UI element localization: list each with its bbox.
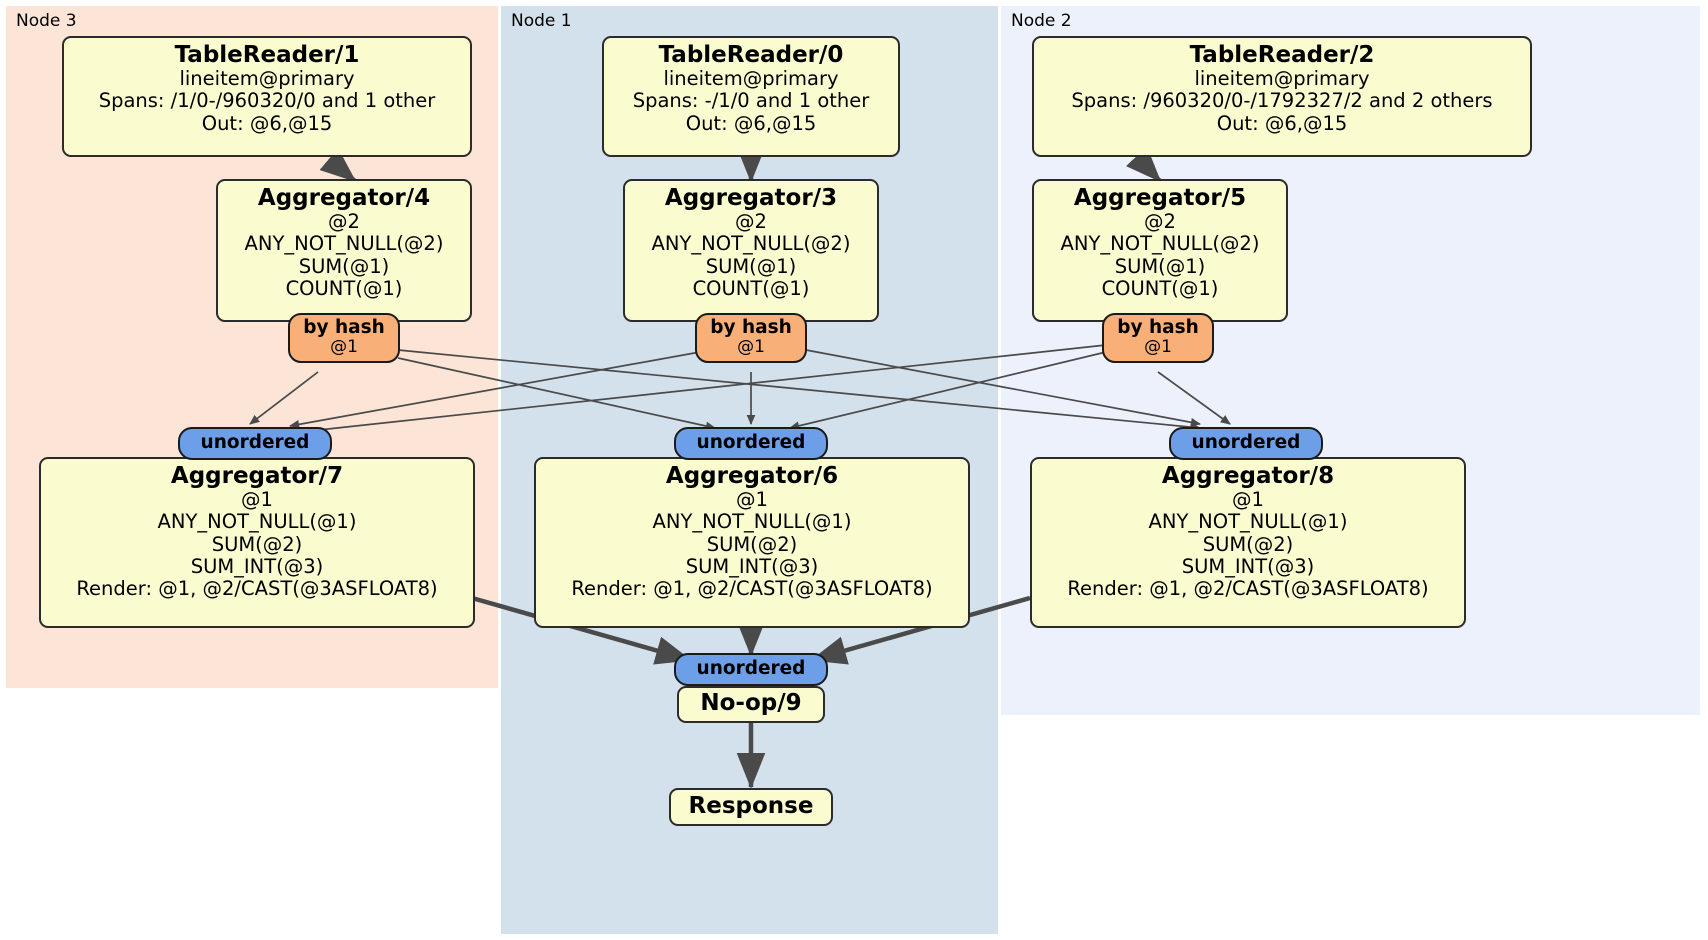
hash-router-left[interactable]: by hash @1 bbox=[288, 313, 400, 364]
processor-detail: SUM_INT(@3) bbox=[685, 554, 819, 578]
processor-detail: Render: @1, @2/CAST(@3ASFLOAT8) bbox=[1067, 577, 1429, 601]
processor-detail: SUM(@2) bbox=[211, 532, 303, 556]
processor-detail: @2 bbox=[735, 210, 767, 234]
synchronizer-unordered-final[interactable]: unordered bbox=[674, 653, 828, 687]
processor-detail: SUM(@1) bbox=[298, 254, 390, 278]
processor-detail: ANY_NOT_NULL(@2) bbox=[651, 232, 851, 256]
processor-detail: lineitem@primary bbox=[663, 67, 839, 91]
processor-detail: Spans: /960320/0-/1792327/2 and 2 others bbox=[1071, 89, 1493, 113]
processor-detail: Spans: /1/0-/960320/0 and 1 other bbox=[98, 89, 436, 113]
processor-detail: lineitem@primary bbox=[179, 67, 355, 91]
processor-detail: SUM(@2) bbox=[1202, 532, 1294, 556]
processor-detail: @1 bbox=[1232, 488, 1264, 512]
processor-detail: @2 bbox=[328, 210, 360, 234]
processor-detail: SUM(@1) bbox=[1114, 254, 1206, 278]
processor-detail: COUNT(@1) bbox=[692, 276, 810, 300]
processor-title: Aggregator/8 bbox=[1161, 463, 1335, 489]
processor-detail: lineitem@primary bbox=[1194, 67, 1370, 91]
processor-title: TableReader/1 bbox=[174, 42, 360, 68]
processor-detail: ANY_NOT_NULL(@1) bbox=[157, 510, 357, 534]
processor-detail: Render: @1, @2/CAST(@3ASFLOAT8) bbox=[76, 577, 438, 601]
cluster-label-node-1: Node 1 bbox=[511, 11, 572, 31]
processor-detail: @2 bbox=[1144, 210, 1176, 234]
processor-title: Aggregator/4 bbox=[257, 185, 431, 211]
processor-detail: Out: @6,@15 bbox=[1216, 111, 1348, 135]
hash-router-label: by hash bbox=[303, 317, 385, 338]
hash-router-right[interactable]: by hash @1 bbox=[1102, 313, 1214, 364]
hash-router-column: @1 bbox=[330, 337, 358, 358]
processor-detail: Render: @1, @2/CAST(@3ASFLOAT8) bbox=[571, 577, 933, 601]
processor-detail: SUM_INT(@3) bbox=[1181, 554, 1315, 578]
processor-title: Aggregator/5 bbox=[1073, 185, 1247, 211]
hash-router-column: @1 bbox=[1144, 337, 1172, 358]
hash-router-column: @1 bbox=[737, 337, 765, 358]
processor-title: TableReader/2 bbox=[1189, 42, 1375, 68]
processor-detail: SUM_INT(@3) bbox=[190, 554, 324, 578]
processor-detail: SUM(@1) bbox=[705, 254, 797, 278]
processor-noop-9[interactable]: No-op/9 bbox=[677, 686, 825, 723]
processor-title: Aggregator/3 bbox=[664, 185, 838, 211]
processor-detail: COUNT(@1) bbox=[285, 276, 403, 300]
synchronizer-unordered-mid[interactable]: unordered bbox=[674, 427, 828, 461]
processor-aggregator-5[interactable]: Aggregator/5 @2 ANY_NOT_NULL(@2) SUM(@1)… bbox=[1032, 179, 1288, 322]
cluster-label-node-3: Node 3 bbox=[16, 11, 77, 31]
processor-aggregator-4[interactable]: Aggregator/4 @2 ANY_NOT_NULL(@2) SUM(@1)… bbox=[216, 179, 472, 322]
processor-detail: ANY_NOT_NULL(@1) bbox=[652, 510, 852, 534]
processor-detail: Out: @6,@15 bbox=[201, 111, 333, 135]
processor-detail: @1 bbox=[736, 488, 768, 512]
processor-response[interactable]: Response bbox=[669, 788, 833, 826]
hash-router-mid[interactable]: by hash @1 bbox=[695, 313, 807, 364]
cluster-label-node-2: Node 2 bbox=[1011, 11, 1072, 31]
processor-aggregator-8[interactable]: Aggregator/8 @1 ANY_NOT_NULL(@1) SUM(@2)… bbox=[1030, 457, 1466, 628]
processor-detail: Spans: -/1/0 and 1 other bbox=[632, 89, 870, 113]
processor-detail: @1 bbox=[241, 488, 273, 512]
processor-title: No-op/9 bbox=[700, 690, 802, 716]
hash-router-label: by hash bbox=[710, 317, 792, 338]
processor-detail: ANY_NOT_NULL(@1) bbox=[1148, 510, 1348, 534]
processor-detail: ANY_NOT_NULL(@2) bbox=[1060, 232, 1260, 256]
processor-detail: SUM(@2) bbox=[706, 532, 798, 556]
processor-aggregator-6[interactable]: Aggregator/6 @1 ANY_NOT_NULL(@1) SUM(@2)… bbox=[534, 457, 970, 628]
processor-table-reader-1[interactable]: TableReader/1 lineitem@primary Spans: /1… bbox=[62, 36, 472, 157]
processor-title: TableReader/0 bbox=[658, 42, 844, 68]
processor-aggregator-7[interactable]: Aggregator/7 @1 ANY_NOT_NULL(@1) SUM(@2)… bbox=[39, 457, 475, 628]
synchronizer-unordered-left[interactable]: unordered bbox=[178, 427, 332, 461]
processor-table-reader-2[interactable]: TableReader/2 lineitem@primary Spans: /9… bbox=[1032, 36, 1532, 157]
processor-aggregator-3[interactable]: Aggregator/3 @2 ANY_NOT_NULL(@2) SUM(@1)… bbox=[623, 179, 879, 322]
hash-router-label: by hash bbox=[1117, 317, 1199, 338]
processor-table-reader-0[interactable]: TableReader/0 lineitem@primary Spans: -/… bbox=[602, 36, 900, 157]
processor-detail: ANY_NOT_NULL(@2) bbox=[244, 232, 444, 256]
processor-title: Aggregator/7 bbox=[170, 463, 344, 489]
processor-title: Aggregator/6 bbox=[665, 463, 839, 489]
processor-detail: Out: @6,@15 bbox=[685, 111, 817, 135]
processor-title: Response bbox=[688, 793, 814, 819]
processor-detail: COUNT(@1) bbox=[1101, 276, 1219, 300]
synchronizer-unordered-right[interactable]: unordered bbox=[1169, 427, 1323, 461]
